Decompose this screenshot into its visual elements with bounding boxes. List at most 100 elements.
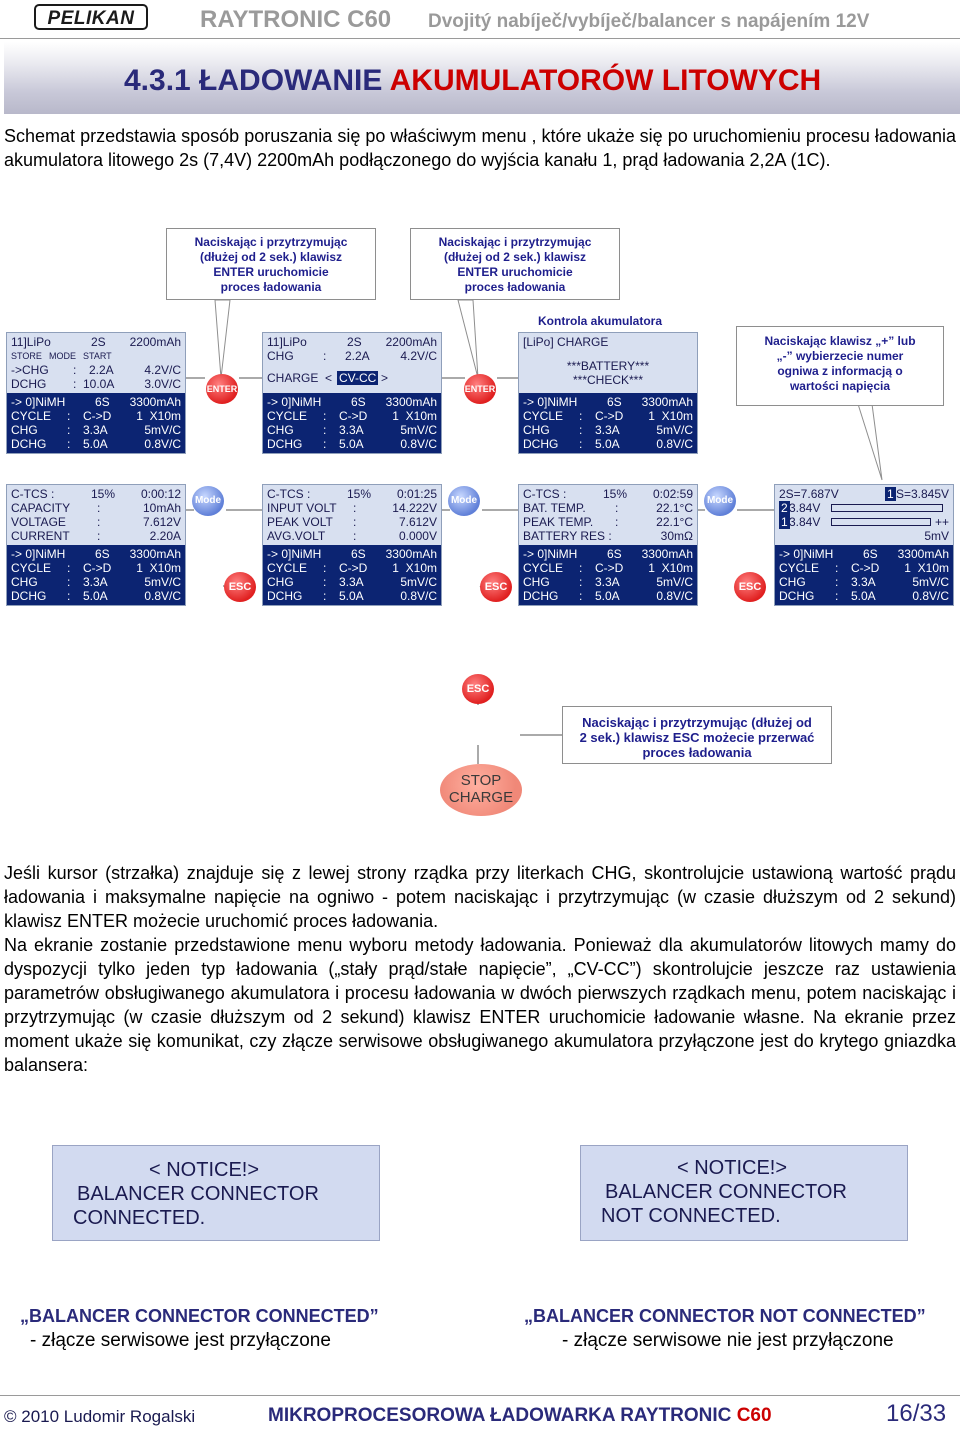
mode-button[interactable]: Mode: [704, 486, 736, 516]
lcd-text: :: [97, 529, 101, 543]
note-hold-esc: Naciskając i przytrzymując (dłużej od 2 …: [562, 706, 832, 764]
lcd-text: DCHG: [779, 589, 815, 603]
lcd-status-temperature: C-TCS :15%0:02:59 BAT. TEMP.:22.1°C PEAK…: [518, 484, 698, 606]
lcd-text: 3.3A: [83, 575, 108, 589]
mode-button[interactable]: Mode: [448, 486, 480, 516]
lcd-text: 5mV/C: [912, 575, 949, 589]
stop-charge-button[interactable]: STOP CHARGE: [440, 764, 522, 816]
note-line: ENTER uruchomicie: [457, 265, 573, 279]
page-number: 16/33: [886, 1400, 947, 1427]
lcd-text: 5mV/C: [656, 575, 693, 589]
cell-voltage-bar: [831, 504, 943, 512]
note-line: wartości napięcia: [789, 379, 891, 393]
lcd-text: ->CHG: [11, 363, 49, 377]
stop-label: CHARGE: [448, 789, 514, 806]
note-plus-minus: Naciskając klawisz „+” lub „-” wybierzec…: [736, 326, 944, 406]
label-battery-check: Kontrola akumulatora: [538, 314, 663, 328]
lcd-text: 3300mAh: [385, 547, 437, 561]
lcd-text: 2.2A: [89, 363, 114, 377]
footer-copyright: © 2010 Ludomir Rogalski: [4, 1407, 196, 1426]
lcd-text: 5.0A: [595, 589, 620, 603]
note-line: „-” wybierzecie numer: [776, 349, 904, 363]
lcd-text: CHARGE: [267, 371, 319, 385]
lcd-text: 15%: [347, 487, 372, 501]
lcd-text: BAT. TEMP.: [523, 501, 586, 515]
lcd-text: VOLTAGE: [11, 515, 66, 529]
lcd-text: 1 X10m: [392, 561, 437, 575]
lcd-text: CYCLE: [267, 409, 308, 423]
lcd-text: 3.84V: [789, 515, 821, 529]
header-divider: [0, 38, 960, 39]
lcd-status-voltage: C-TCS :15%0:01:25 INPUT VOLT:14.222V PEA…: [262, 484, 442, 606]
lcd-text: :: [67, 437, 71, 451]
lcd-text: :: [579, 575, 583, 589]
lcd-text: 11]LiPo: [267, 335, 307, 349]
notice-line: < NOTICE!>: [677, 1157, 788, 1179]
lcd-text: C->D: [595, 409, 624, 423]
mode-button[interactable]: Mode: [192, 486, 224, 516]
lcd-text: :: [97, 515, 101, 529]
esc-button[interactable]: ESC: [480, 572, 512, 602]
lcd-top: C-TCS :15%0:01:25 INPUT VOLT:14.222V PEA…: [263, 485, 441, 545]
lcd-text: -> 0]NiMH: [11, 547, 66, 561]
lcd-text: :: [323, 589, 327, 603]
notice-line: NOT CONNECTED.: [601, 1205, 781, 1227]
lcd-text: :: [73, 377, 77, 391]
lcd-text: 3300mAh: [897, 547, 949, 561]
lcd-text: CHG: [267, 349, 294, 363]
cell-voltage-bar: [831, 518, 931, 526]
lcd-text: C->D: [851, 561, 880, 575]
lcd-text: 6S: [95, 395, 110, 409]
lcd-text: 3.3A: [595, 575, 620, 589]
lcd-text: CYCLE: [523, 409, 564, 423]
esc-button[interactable]: ESC: [224, 572, 256, 602]
lcd-text: :: [67, 409, 71, 423]
lcd-text: 3300mAh: [385, 395, 437, 409]
esc-button[interactable]: ESC: [462, 674, 494, 704]
lcd-text: DCHG: [11, 377, 47, 391]
lcd-text: C->D: [83, 409, 112, 423]
lcd-text: CYCLE: [523, 561, 564, 575]
lcd-text: :: [579, 409, 583, 423]
lcd-text: -> 0]NiMH: [11, 395, 66, 409]
note-line: proces ładowania: [642, 745, 752, 760]
lcd-text: START: [83, 351, 112, 361]
esc-button[interactable]: ESC: [734, 572, 766, 602]
lcd-text: CHG: [267, 575, 294, 589]
lcd-text: 3.0V/C: [144, 377, 181, 391]
lcd-text: 6S: [607, 547, 622, 561]
lcd-text: :: [323, 575, 327, 589]
header-subtitle: Dvojitý nabíječ/vybíječ/balancer s napáj…: [428, 11, 870, 32]
stop-label: STOP: [460, 772, 502, 789]
footer-title-part2: C60: [736, 1405, 772, 1426]
lcd-text: CHG: [779, 575, 806, 589]
lcd-text: CHG: [11, 575, 38, 589]
lcd-text: 2200mAh: [129, 335, 181, 349]
lcd-text: 6S: [351, 395, 366, 409]
lcd-text: DCHG: [11, 437, 47, 451]
lcd-text: :: [579, 589, 583, 603]
lcd-text: 0.8V/C: [656, 589, 693, 603]
lcd-text: 6S: [863, 547, 878, 561]
lcd-text: C->D: [339, 409, 368, 423]
notice-line: BALANCER CONNECTOR: [77, 1183, 319, 1205]
intro-paragraph: Schemat przedstawia sposób poruszania si…: [4, 124, 956, 172]
lcd-text: CYCLE: [267, 561, 308, 575]
lcd-text: 3300mAh: [641, 395, 693, 409]
lcd-text: 11]LiPo: [11, 335, 51, 349]
lcd-text: 1 X10m: [904, 561, 949, 575]
enter-button[interactable]: ENTER: [464, 374, 496, 404]
lcd-text: 6S: [351, 547, 366, 561]
lcd-text: C-TCS :: [11, 487, 55, 501]
lcd-text: 5mV/C: [144, 575, 181, 589]
lcd-text: 2S=7.687V: [779, 487, 839, 501]
enter-button[interactable]: ENTER: [206, 374, 238, 404]
lcd-text: 1 X10m: [648, 561, 693, 575]
lcd-text: 1 X10m: [392, 409, 437, 423]
lcd-text: 3.3A: [83, 423, 108, 437]
